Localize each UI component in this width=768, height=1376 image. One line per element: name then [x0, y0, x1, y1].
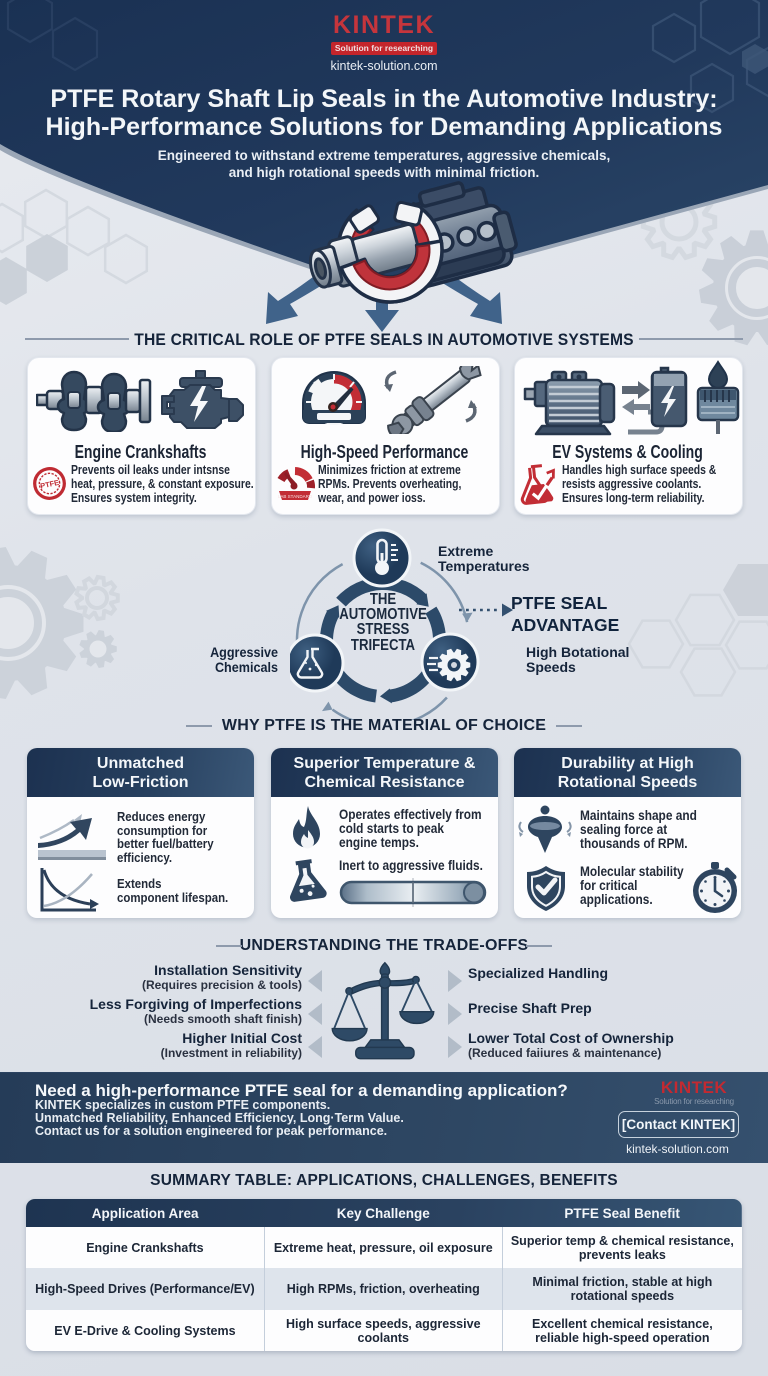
- svg-text:LAB STANDARD: LAB STANDARD: [278, 494, 313, 499]
- svg-text:PTFE: PTFE: [39, 478, 59, 491]
